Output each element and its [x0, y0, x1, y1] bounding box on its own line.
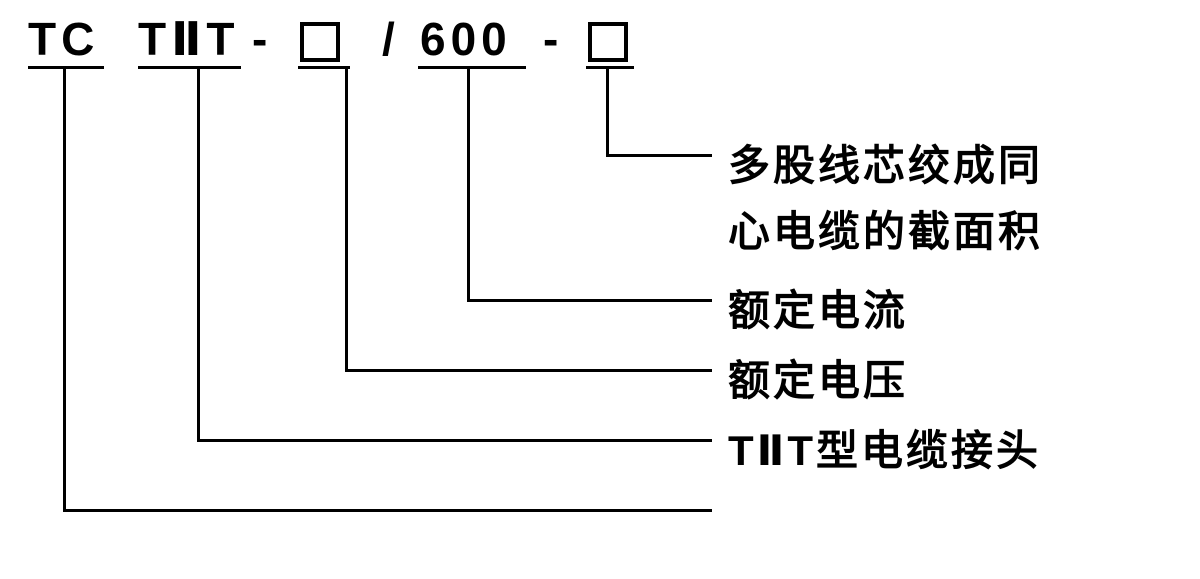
label-section-area-line2: 心电缆的截面积 [728, 208, 1044, 255]
code-slash: / [382, 13, 400, 65]
label-rated-voltage: 额定电压 [728, 357, 909, 404]
code-dash-1: - [252, 13, 273, 65]
code-dash-2: - [543, 13, 564, 65]
code-current: 600 [420, 13, 512, 65]
underline-current [418, 66, 526, 69]
code-model: TⅡT [138, 13, 240, 65]
label-rated-current: 额定电流 [728, 287, 909, 334]
connector-line-prefix [63, 509, 712, 512]
underline-section-box [586, 66, 634, 69]
drop-line-section-area [606, 66, 609, 157]
underline-model [138, 66, 241, 69]
connector-line-connector-type [197, 439, 712, 442]
underline-voltage-box [298, 66, 350, 69]
code-prefix: TC [28, 13, 100, 65]
connector-line-section-area [606, 154, 712, 157]
underline-prefix [28, 66, 104, 69]
label-connector-type: TⅡT型电缆接头 [728, 427, 1041, 474]
drop-line-prefix [63, 66, 66, 512]
connector-line-rated-voltage [345, 369, 712, 372]
section-area-placeholder-box [588, 22, 628, 62]
drop-line-current [467, 66, 470, 302]
drop-line-model [197, 66, 200, 442]
voltage-placeholder-box [300, 22, 340, 62]
label-section-area-line1: 多股线芯绞成同 [728, 142, 1044, 189]
drop-line-voltage [345, 66, 348, 372]
connector-line-rated-current [467, 299, 712, 302]
